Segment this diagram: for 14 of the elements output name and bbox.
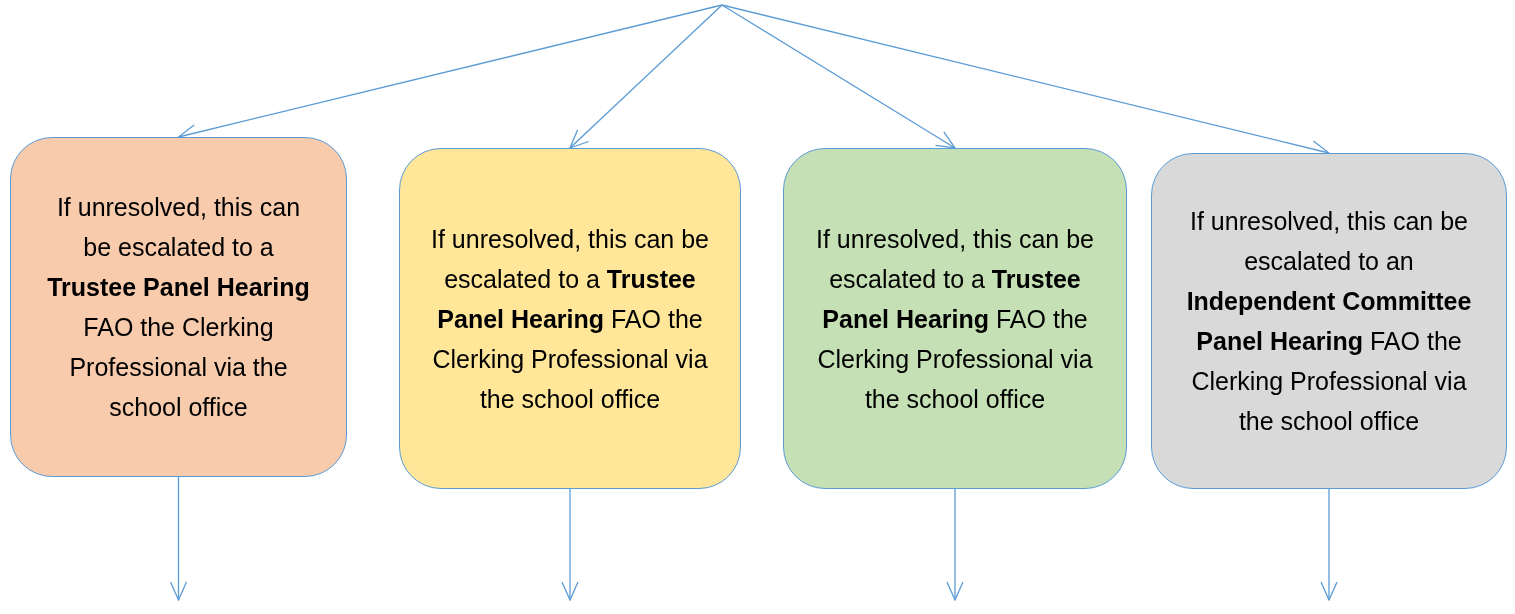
process-box	[1151, 153, 1507, 489]
arrow	[946, 488, 964, 601]
box-text: If unresolved, this can be escalated to a Trustee Panel Hearing FAO the Clerking Professional via the school office	[430, 223, 710, 415]
arrow	[569, 4, 723, 149]
box-text: If unresolved, this can be escalated to a Trustee Panel Hearing FAO the Clerking Professional via the school office	[815, 223, 1095, 415]
arrow	[561, 488, 579, 601]
box-text: If unresolved, this can be escalated to a Trustee Panel Hearing FAO the Clerking Professional via the school office	[46, 192, 311, 423]
arrow	[1320, 488, 1338, 601]
arrow	[169, 476, 188, 601]
process-box	[399, 148, 741, 489]
process-box	[783, 148, 1127, 489]
process-box	[10, 137, 347, 477]
box-text: If unresolved, this can be escalated to an Independent Committee Panel Hearing FAO the Clerking Professional via the school office	[1185, 206, 1473, 437]
arrow	[721, 4, 956, 149]
